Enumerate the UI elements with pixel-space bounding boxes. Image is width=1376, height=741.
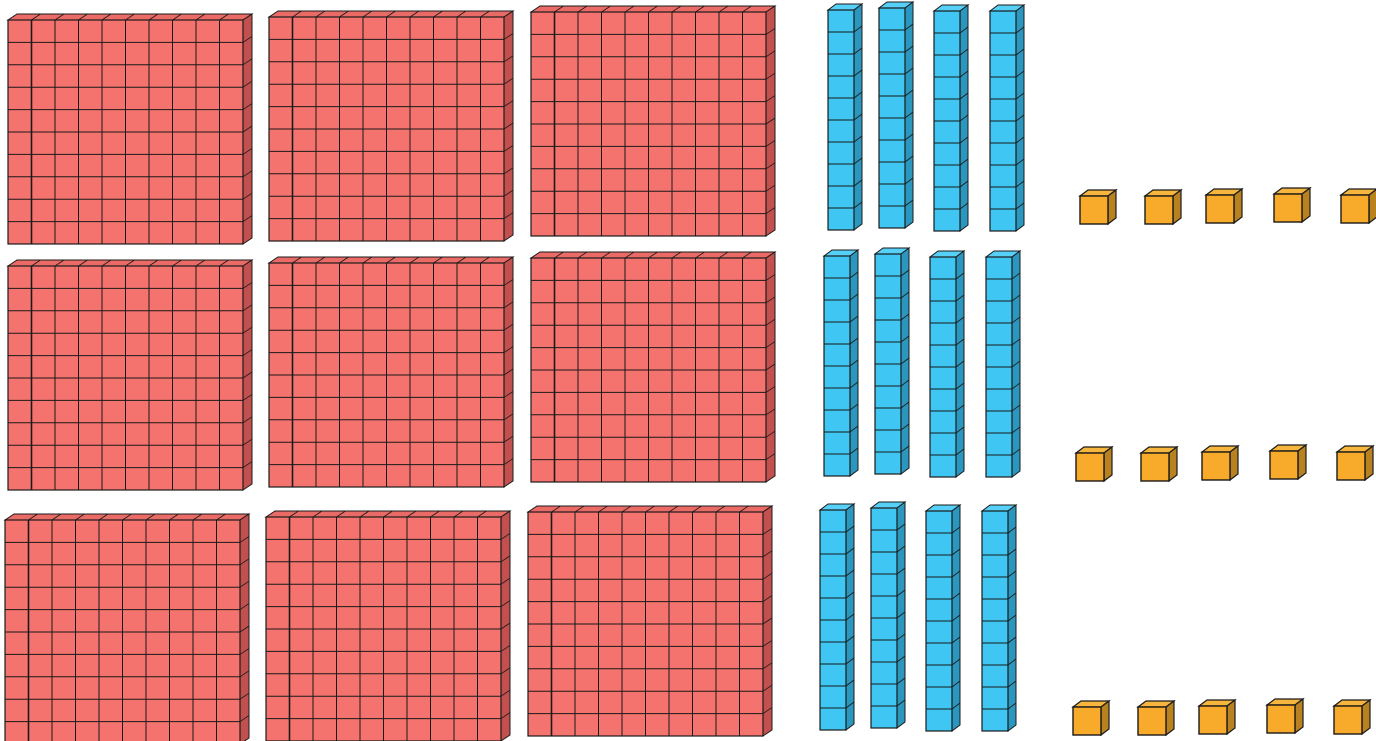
hundred-flat xyxy=(5,514,249,741)
ten-rod xyxy=(990,5,1024,231)
one-cube xyxy=(1145,190,1181,224)
one-cube xyxy=(1274,188,1310,222)
one-cube xyxy=(1199,700,1235,734)
one-cube xyxy=(1270,445,1306,479)
hundred-flat xyxy=(269,257,513,487)
one-cube xyxy=(1341,189,1376,223)
ten-rod xyxy=(820,504,854,730)
hundred-flat xyxy=(8,260,252,490)
one-cube xyxy=(1334,700,1370,734)
ten-rod xyxy=(934,5,968,231)
one-cube xyxy=(1138,701,1174,735)
one-cube xyxy=(1337,446,1373,480)
ten-rod xyxy=(930,251,964,477)
one-cube xyxy=(1202,446,1238,480)
one-cube xyxy=(1141,447,1177,481)
one-cube xyxy=(1076,447,1112,481)
one-cube xyxy=(1206,189,1242,223)
hundred-flat xyxy=(269,11,513,241)
hundred-flat xyxy=(8,14,252,244)
ten-rod xyxy=(875,248,909,474)
ten-rod xyxy=(986,251,1020,477)
one-cube xyxy=(1073,701,1109,735)
ten-rod xyxy=(824,250,858,476)
one-cube xyxy=(1080,190,1116,224)
one-cube xyxy=(1267,699,1303,733)
ten-rod xyxy=(982,505,1016,731)
hundred-flat xyxy=(266,511,510,741)
hundred-flat xyxy=(528,506,772,736)
ten-rod xyxy=(879,2,913,228)
ten-rod xyxy=(926,505,960,731)
hundred-flat xyxy=(531,6,775,236)
hundred-flat xyxy=(531,252,775,482)
ten-rod xyxy=(828,4,862,230)
ten-rod xyxy=(871,502,905,728)
